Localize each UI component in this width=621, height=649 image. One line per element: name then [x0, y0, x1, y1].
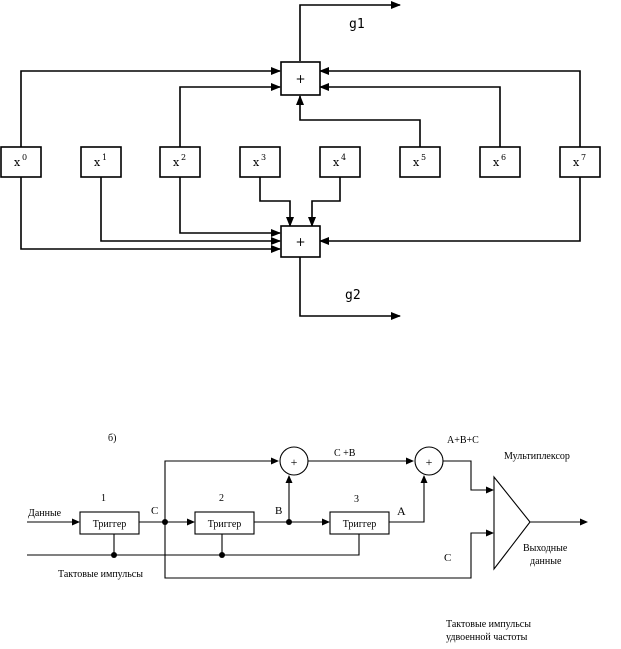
register-exponent-x2: 2 [181, 153, 186, 162]
fragment-label: б) [108, 433, 116, 444]
register-label-x3: x [253, 156, 260, 169]
output-data-line1: Выходные [523, 543, 568, 554]
register-box-x1 [80, 146, 122, 178]
wire-c-to-adder1 [164, 457, 279, 522]
register-label-x4: x [333, 156, 340, 169]
signal-b-label: B [275, 505, 282, 517]
wire-g2-output [299, 257, 401, 320]
trigger-adder-multiplexer-diagram: б) Данные Триггер 1 Триггер 2 Триггер 3 … [27, 433, 588, 643]
register-box-x3 [239, 146, 281, 178]
data-input-label: Данные [28, 508, 62, 519]
multiplexer-label: Мультиплексор [504, 451, 570, 462]
wire-x6-to-top-adder [319, 83, 501, 147]
wire-x7-to-bottom-adder [319, 177, 581, 245]
wire-x1-to-bottom-adder [100, 177, 281, 245]
signal-a-label: A [397, 504, 406, 518]
wire-a-to-adder2 [389, 475, 428, 523]
wire-x5-to-top-adder [296, 95, 421, 147]
clock-junction-1 [111, 552, 117, 558]
register-box-x4 [319, 146, 361, 178]
trigger-2 [194, 511, 255, 535]
adder-1-symbol: + [291, 455, 298, 469]
signal-c-label: C [151, 505, 158, 517]
trigger-2-label: Триггер [208, 519, 242, 530]
clock2-label-line2: удвоенной частоты [446, 632, 528, 643]
sum-abc-label: A+B+C [447, 435, 479, 446]
register-exponent-x0: 0 [22, 153, 27, 162]
register-label-x6: x [493, 156, 500, 169]
wire-c-to-mux [164, 522, 494, 579]
wire-x2-to-bottom-adder [179, 177, 281, 237]
register-label-x5: x [413, 156, 420, 169]
trigger-3-label: Триггер [343, 519, 377, 530]
register-box-x0 [0, 146, 42, 178]
register-label-x7: x [573, 156, 580, 169]
wire-x0-to-bottom-adder [20, 177, 281, 253]
register-label-x2: x [173, 156, 180, 169]
output-data-line2: данные [530, 556, 562, 567]
register-exponent-x3: 3 [261, 153, 266, 162]
signal-c-mux-label: C [444, 552, 451, 564]
clock2-label-line1: Тактовые импульсы [446, 619, 531, 630]
trigger-1-label: Триггер [93, 519, 127, 530]
register-box-x2 [159, 146, 201, 178]
sum-cb-label: C +B [334, 448, 356, 459]
register-exponent-x7: 7 [581, 153, 586, 162]
register-label-x1: x [94, 156, 101, 169]
trigger-1-number: 1 [101, 493, 106, 504]
bottom-adder [280, 225, 321, 258]
register-exponent-x5: 5 [421, 153, 426, 162]
wire-x7-to-top-adder [319, 67, 581, 147]
wire-x4-to-bottom-adder [308, 177, 341, 227]
register-label-x0: x [14, 156, 21, 169]
register-exponent-x1: 1 [102, 153, 107, 162]
top-adder-symbol: + [295, 72, 305, 86]
output-g2-label: g2 [345, 288, 361, 303]
wire-adder2-to-mux [443, 460, 494, 494]
bottom-adder-symbol: + [295, 235, 305, 249]
register-box-x6 [479, 146, 521, 178]
wire-x0-to-top-adder [20, 67, 281, 147]
register-exponent-x4: 4 [341, 153, 346, 162]
adder-2-symbol: + [426, 455, 433, 469]
trigger-1 [79, 511, 140, 535]
trigger-3-number: 3 [354, 494, 359, 505]
wire-x2-to-top-adder [179, 83, 281, 147]
wire-clock [27, 534, 360, 556]
output-g1-label: g1 [349, 17, 365, 32]
clock-junction-2 [219, 552, 225, 558]
trigger-2-number: 2 [219, 493, 224, 504]
top-adder [280, 61, 321, 96]
register-exponent-x6: 6 [501, 153, 506, 162]
multiplexer [493, 475, 531, 571]
wire-g1-output [299, 1, 401, 61]
register-box-x5 [399, 146, 441, 178]
register-box-x7 [559, 146, 601, 178]
clock-label: Тактовые импульсы [58, 569, 143, 580]
wire-x3-to-bottom-adder [259, 177, 294, 227]
